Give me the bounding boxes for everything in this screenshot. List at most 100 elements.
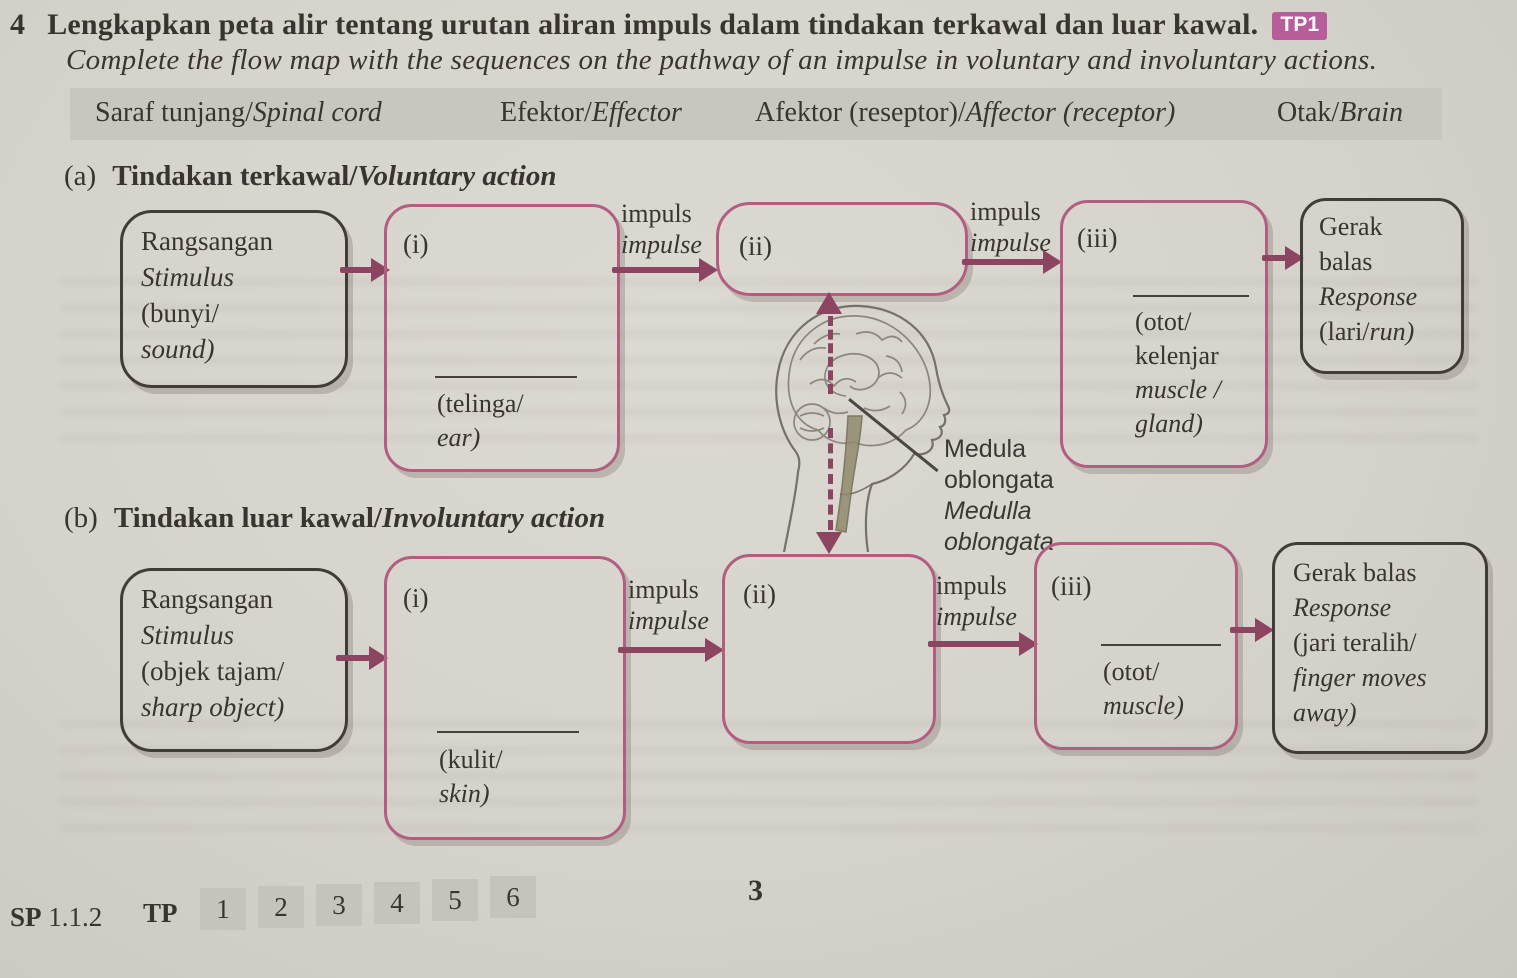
section-b-heading-en: Involuntary action (381, 502, 606, 534)
sp-code: SP 1.1.2 (10, 902, 102, 933)
hint-en: ear) (437, 423, 481, 452)
impulse-ms: impuls (936, 571, 1007, 600)
page-number: 3 (748, 874, 763, 907)
impulse-en: impulse (628, 606, 709, 635)
arrow-a-stimulus-to-i (340, 258, 390, 282)
impulse-label: impuls impulse (628, 574, 709, 636)
hint-ms: kelenjar (1135, 341, 1219, 370)
arrow-a-i-to-ii (612, 258, 718, 282)
stimulus-example-ms: (objek tajam/ (141, 656, 285, 686)
hint-ms: (otot/ (1135, 307, 1192, 336)
flow-box-b-response: Gerak balas Response (jari teralih/ fing… (1272, 542, 1488, 754)
flow-box-a-stimulus: Rangsangan Stimulus (bunyi/ sound) (120, 210, 348, 388)
stimulus-ms: Rangsangan (141, 584, 273, 614)
response-ms: Gerak (1319, 212, 1383, 241)
stimulus-example-en: sound) (141, 334, 215, 364)
response-example: (lari/run) (1319, 314, 1417, 349)
arrow-a-iii-to-response (1262, 246, 1304, 270)
word-bank-item-spinal-cord: Saraf tunjang/Spinal cord (95, 97, 382, 129)
stimulus-ms: Rangsangan (141, 226, 273, 256)
section-a-heading-ms: Tindakan terkawal/ (112, 160, 358, 192)
medulla-en: oblongata (944, 528, 1054, 556)
medulla-brainstem (835, 415, 863, 533)
arrow-b-ii-to-iii (928, 632, 1038, 656)
box-number: (iii) (1077, 223, 1118, 253)
stimulus-example-ms: (bunyi/ (141, 298, 219, 328)
term-ms: Otak/ (1277, 97, 1340, 128)
tp-level-4: 4 (374, 882, 420, 924)
word-bank-item-affector: Afektor (reseptor)/Affector (receptor) (755, 97, 1175, 129)
dashed-arrowhead-down (816, 532, 842, 554)
sp-label: SP (10, 902, 42, 932)
response-example-en: away) (1293, 698, 1357, 727)
answer-hint: (telinga/ ear) (437, 387, 524, 455)
arrow-a-ii-to-iii (962, 250, 1062, 274)
response-text: Gerak balas Response (jari teralih/ fing… (1293, 555, 1427, 730)
tp-level-5: 5 (432, 879, 478, 921)
answer-blank (435, 376, 577, 378)
medulla-en: Medulla (944, 497, 1032, 525)
dashed-arrowhead-up (816, 292, 842, 314)
hint-en: muscle) (1103, 691, 1184, 720)
question-text-en: Complete the flow map with the sequences… (66, 44, 1378, 76)
response-ms: Gerak balas (1293, 558, 1417, 587)
flow-box-a-i: (i) (telinga/ ear) (384, 204, 620, 472)
hint-ms: (kulit/ (439, 745, 503, 774)
section-a-tag: (a) (64, 160, 97, 192)
stimulus-example-en: sharp object) (141, 692, 285, 722)
term-ms: Saraf tunjang/ (95, 97, 253, 128)
flow-box-a-ii: (ii) (716, 202, 968, 296)
section-a-heading-en: Voluntary action (357, 160, 557, 192)
medulla-ms: Medula (944, 435, 1026, 463)
term-en: Spinal cord (252, 97, 382, 128)
term-en: Brain (1339, 97, 1403, 128)
impulse-ms: impuls (628, 575, 699, 604)
box-number: (i) (403, 229, 429, 259)
box-number: (ii) (739, 231, 772, 261)
response-en: Response (1293, 593, 1392, 622)
arrow-b-stimulus-to-i (336, 646, 388, 670)
term-en: Effector (591, 97, 682, 128)
impulse-label: impuls impulse (970, 196, 1051, 258)
flow-box-b-iii: (iii) (otot/ muscle) (1034, 542, 1238, 750)
answer-hint: (otot/ muscle) (1103, 655, 1184, 723)
flow-box-b-stimulus: Rangsangan Stimulus (objek tajam/ sharp … (120, 568, 348, 752)
stimulus-en: Stimulus (141, 620, 235, 650)
section-b-heading: (b)Tindakan luar kawal/Involuntary actio… (64, 502, 605, 535)
question-text-ms: Lengkapkan peta alir tentang urutan alir… (47, 8, 1259, 41)
box-number: (ii) (743, 579, 776, 609)
impulse-ms: impuls (621, 199, 692, 228)
answer-hint: (kulit/ skin) (439, 743, 503, 811)
impulse-en: impulse (936, 602, 1017, 631)
box-number: (i) (403, 583, 429, 613)
arrow-b-iii-to-response (1230, 618, 1274, 642)
section-b-heading-ms: Tindakan luar kawal/ (113, 502, 382, 534)
box-number: (iii) (1051, 571, 1092, 601)
section-a-heading: (a) Tindakan terkawal/Voluntary action (64, 160, 556, 193)
flow-box-a-response: Gerak balas Response (lari/run) (1300, 198, 1464, 374)
tp-label-text: TP (143, 898, 178, 928)
tp-level-1: 1 (200, 888, 246, 930)
stimulus-text: Rangsangan Stimulus (bunyi/ sound) (141, 223, 273, 367)
term-ms: Efektor/ (500, 97, 592, 128)
word-bank-item-effector: Efektor/Effector (500, 97, 682, 129)
stimulus-en: Stimulus (141, 262, 235, 292)
hint-en: gland) (1135, 409, 1203, 438)
arrow-b-i-to-ii (618, 638, 724, 662)
tp-level-3: 3 (316, 884, 362, 926)
question-title: 4 Lengkapkan peta alir tentang urutan ali… (10, 8, 1328, 42)
response-text: Gerak balas Response (lari/run) (1319, 209, 1417, 349)
hint-ms: (otot/ (1103, 657, 1160, 686)
word-bank-item-brain: Otak/Brain (1277, 97, 1403, 129)
medulla-ms: oblongata (944, 466, 1054, 494)
medulla-label: Medula oblongata Medulla oblongata (944, 434, 1054, 558)
response-example-en: finger moves (1293, 663, 1427, 692)
question-number: 4 (10, 8, 26, 41)
term-ms: Afektor (reseptor)/ (755, 97, 966, 128)
tp1-badge: TP1 (1272, 12, 1328, 40)
hint-ms: (telinga/ (437, 389, 524, 418)
response-ms: balas (1319, 247, 1373, 276)
tp-label: TP (143, 898, 178, 929)
hint-en: skin) (439, 779, 490, 808)
